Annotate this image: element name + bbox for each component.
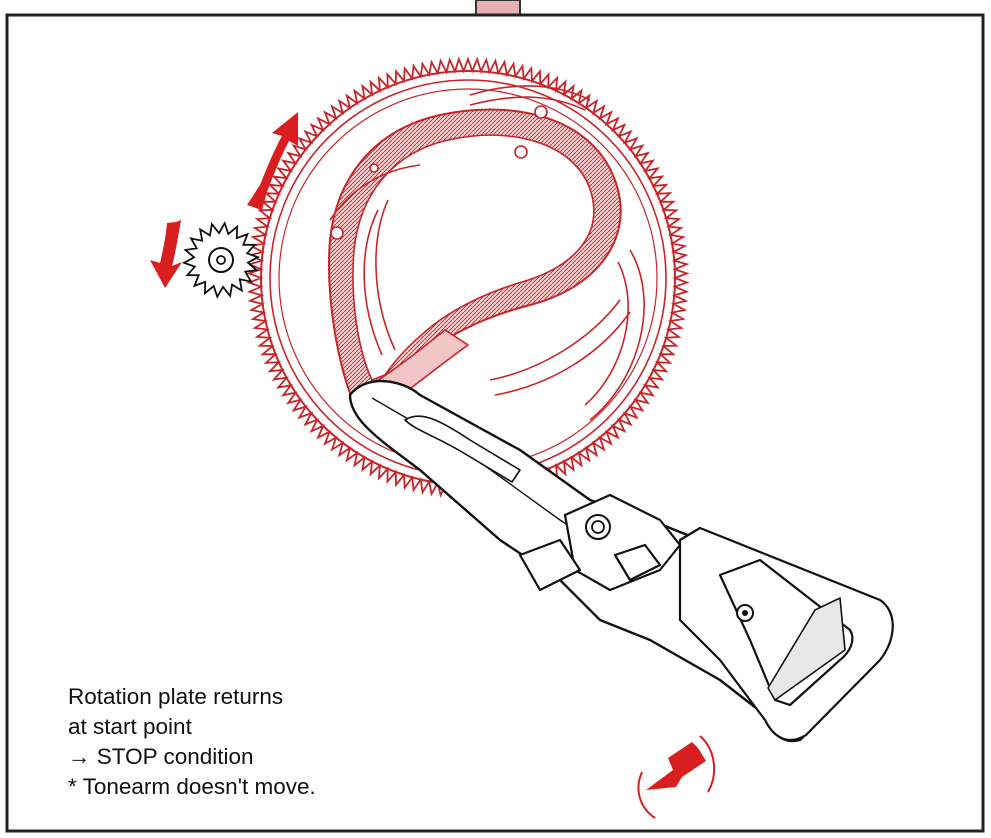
tonearm-arc-left bbox=[637, 771, 656, 819]
slot-arc-left-2 bbox=[363, 209, 383, 356]
pivot-link bbox=[518, 538, 582, 592]
diagram-frame bbox=[5, 13, 985, 833]
arrow-tonearm-down-left-icon bbox=[646, 742, 706, 790]
tonearm-bracket bbox=[678, 526, 894, 742]
motion-arrows bbox=[150, 112, 706, 790]
plate-holes bbox=[330, 105, 548, 240]
plate-hole-left-2 bbox=[369, 163, 379, 173]
motion-arc-ticks bbox=[637, 735, 716, 819]
plate-slots bbox=[329, 85, 645, 421]
top-tab bbox=[475, 0, 521, 16]
caption-line-1: Rotation plate returns bbox=[68, 684, 284, 709]
caption-line-3: → STOP condition bbox=[68, 744, 254, 769]
slot-arc-right-outer bbox=[589, 249, 645, 421]
caption-line-4: * Tonearm doesn't move. bbox=[68, 774, 316, 799]
tonearm-arc-right bbox=[699, 735, 716, 793]
caption-line-2: at start point bbox=[68, 714, 192, 739]
bracket-scale-strip bbox=[767, 597, 846, 701]
slot-arc-lower-2 bbox=[494, 311, 631, 396]
slot-arc-upper-2 bbox=[469, 96, 586, 111]
plate-hole-left bbox=[330, 226, 344, 240]
tonearm-slot bbox=[404, 415, 521, 483]
pivot-block-tab bbox=[613, 543, 662, 582]
cam-groove bbox=[328, 108, 622, 414]
drive-gear bbox=[181, 221, 261, 299]
slot-arc-left bbox=[375, 199, 396, 351]
pivot-block bbox=[518, 493, 682, 592]
inner-link-arm bbox=[329, 164, 421, 221]
slot-arc-right-inner bbox=[584, 261, 629, 406]
cam-groove-inner bbox=[352, 134, 595, 382]
caption-text: Rotation plate returns at start point → … bbox=[68, 682, 316, 802]
slot-arc-upper bbox=[469, 85, 591, 101]
pivot-screw-head bbox=[591, 520, 605, 534]
gear-axle bbox=[216, 255, 226, 265]
plate-hole-top-2 bbox=[514, 145, 528, 159]
plate-hole-top bbox=[534, 105, 548, 119]
slot-arc-lower-1 bbox=[489, 299, 621, 381]
arrow-gear-counterclockwise-icon bbox=[150, 220, 182, 288]
bracket-screw-center bbox=[742, 610, 748, 616]
arrow-plate-clockwise-icon bbox=[247, 112, 298, 210]
